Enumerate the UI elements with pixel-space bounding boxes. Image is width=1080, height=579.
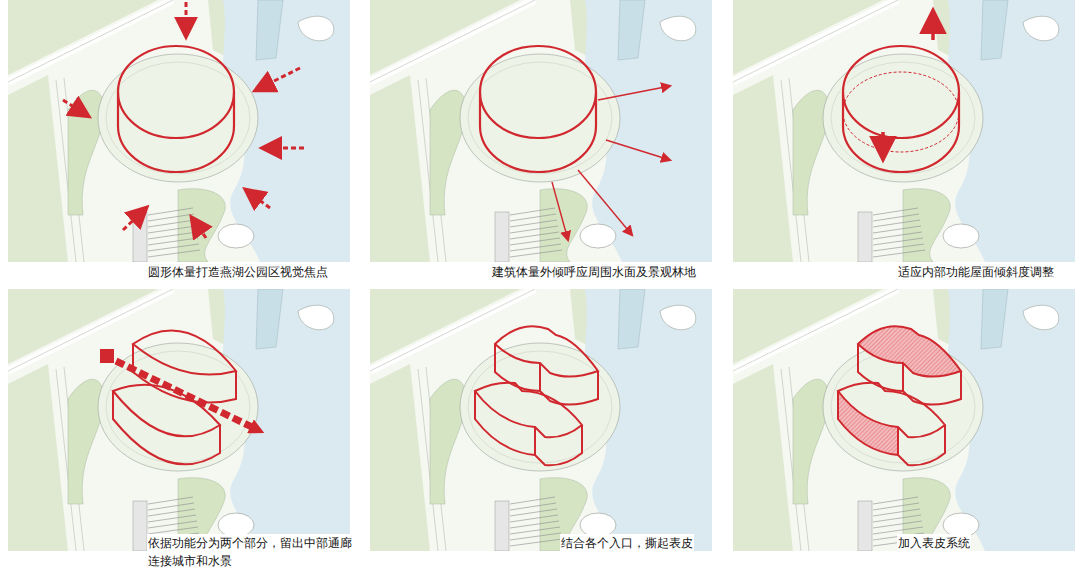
- caption-text: 加入表皮系统: [897, 534, 971, 552]
- caption-text: 建筑体量外倾呼应周围水面及景观林地: [491, 263, 697, 281]
- caption-text: 圆形体量打造燕湖公园区视觉焦点: [147, 263, 329, 281]
- caption-text: 适应内部功能屋面倾斜度调整: [897, 263, 1055, 281]
- caption-text: 依据功能分为两个部分，留出中部通廊连接城市和水景: [147, 534, 357, 570]
- caption-text: 结合各个入口，撕起表皮: [560, 534, 694, 552]
